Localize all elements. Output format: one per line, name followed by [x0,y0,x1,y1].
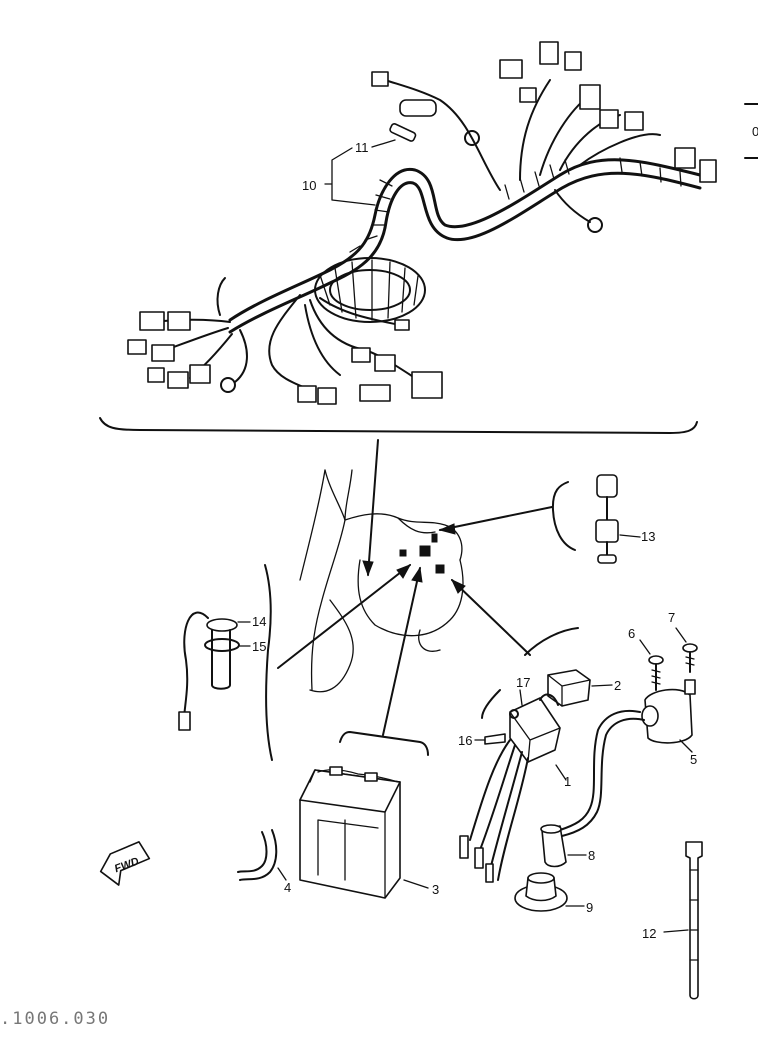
callout-7: 7 [668,610,675,625]
part-13: 13 [551,474,655,564]
callout-3: 3 [432,882,439,897]
part-1-16-17: 1 16 17 [458,627,579,883]
svg-text:0: 0 [752,124,758,139]
frame-outline [299,469,464,693]
callout-2: 2 [614,678,621,693]
part-3-4: 4 3 [237,731,439,899]
callout-13: 13 [641,529,655,544]
part-8-9: 8 9 [514,824,595,915]
callout-6: 6 [628,626,635,641]
callout-1: 1 [564,774,571,789]
callout-11: 11 [355,140,369,155]
fwd-direction-arrow: FWD [99,841,151,886]
callout-9: 9 [586,900,593,915]
part-5-6-7: 7 6 5 [559,610,698,837]
callout-5: 5 [690,752,697,767]
callout-12: 12 [642,926,656,941]
callout-8: 8 [588,848,595,863]
callout-4: 4 [284,880,291,895]
callout-15: 15 [252,639,266,654]
part-2: 2 [547,669,621,707]
part-12: 12 [642,841,703,1000]
wire-harness: 0 [99,41,758,434]
part-14-15: 14 15 [178,564,273,761]
drawing-code: .1006.030 [0,1009,110,1029]
callout-10: 10 [302,178,316,193]
callout-17: 17 [516,675,530,690]
callout-14: 14 [252,614,266,629]
callout-16: 16 [458,733,472,748]
pointer-arrows [277,439,553,736]
